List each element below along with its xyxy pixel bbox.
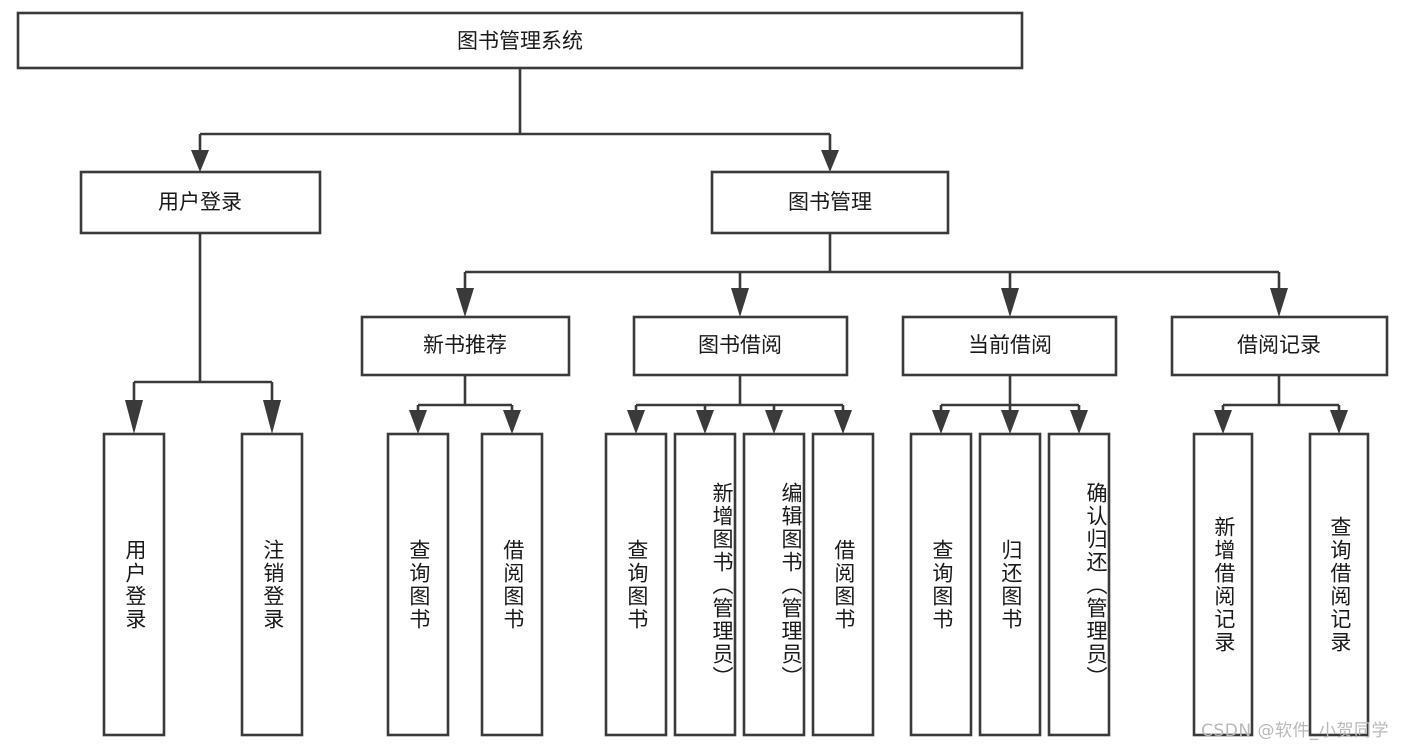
connector-bookborrow-to-leaves xyxy=(627,375,852,434)
leaf-current-borrow-2[interactable] xyxy=(1047,432,1111,737)
leaf-new-book-1[interactable] xyxy=(480,432,544,737)
leaf-user-login-1[interactable] xyxy=(240,432,304,737)
node-book-borrow[interactable]: 图书借阅 xyxy=(632,315,849,377)
connector-currentborrow-to-leaves xyxy=(932,375,1088,434)
connector-root-to-level2 xyxy=(191,68,839,172)
leaf-book-borrow-2[interactable] xyxy=(742,432,806,737)
node-current-borrow[interactable]: 当前借阅 xyxy=(901,315,1118,377)
connector-newbook-to-leaves xyxy=(409,375,521,434)
leaf-borrow-record-1[interactable] xyxy=(1308,432,1370,737)
node-user-login[interactable]: 用户登录 xyxy=(79,170,322,235)
leaf-user-login-0[interactable] xyxy=(102,432,166,737)
node-root[interactable]: 图书管理系统 xyxy=(16,11,1024,70)
leaf-new-book-0[interactable] xyxy=(386,432,450,737)
leaf-book-borrow-0[interactable] xyxy=(604,432,668,737)
leaf-borrow-record-0[interactable] xyxy=(1192,432,1254,737)
node-borrow-record[interactable]: 借阅记录 xyxy=(1170,315,1389,377)
watermark-text: CSDN @软件_小贺同学 xyxy=(1201,721,1389,741)
node-new-book-recommend[interactable]: 新书推荐 xyxy=(360,315,571,377)
leaf-current-borrow-1[interactable] xyxy=(978,432,1042,737)
connector-borrowrecord-to-leaves xyxy=(1214,375,1348,434)
node-user-login-label: 用户登录 xyxy=(158,190,242,214)
node-root-label: 图书管理系统 xyxy=(457,29,583,53)
node-new-book-recommend-label: 新书推荐 xyxy=(423,333,507,357)
leaf-current-borrow-0[interactable] xyxy=(909,432,973,737)
connector-bookmgmt-to-level3 xyxy=(456,233,1288,317)
node-book-management-label: 图书管理 xyxy=(788,190,872,214)
node-current-borrow-label: 当前借阅 xyxy=(968,333,1052,357)
connector-userlogin-to-leaves xyxy=(125,233,281,434)
leaf-book-borrow-3[interactable] xyxy=(811,432,875,737)
node-book-borrow-label: 图书借阅 xyxy=(698,333,782,357)
node-book-management[interactable]: 图书管理 xyxy=(710,170,950,235)
node-borrow-record-label: 借阅记录 xyxy=(1237,333,1321,357)
leaf-book-borrow-1[interactable] xyxy=(673,432,737,737)
